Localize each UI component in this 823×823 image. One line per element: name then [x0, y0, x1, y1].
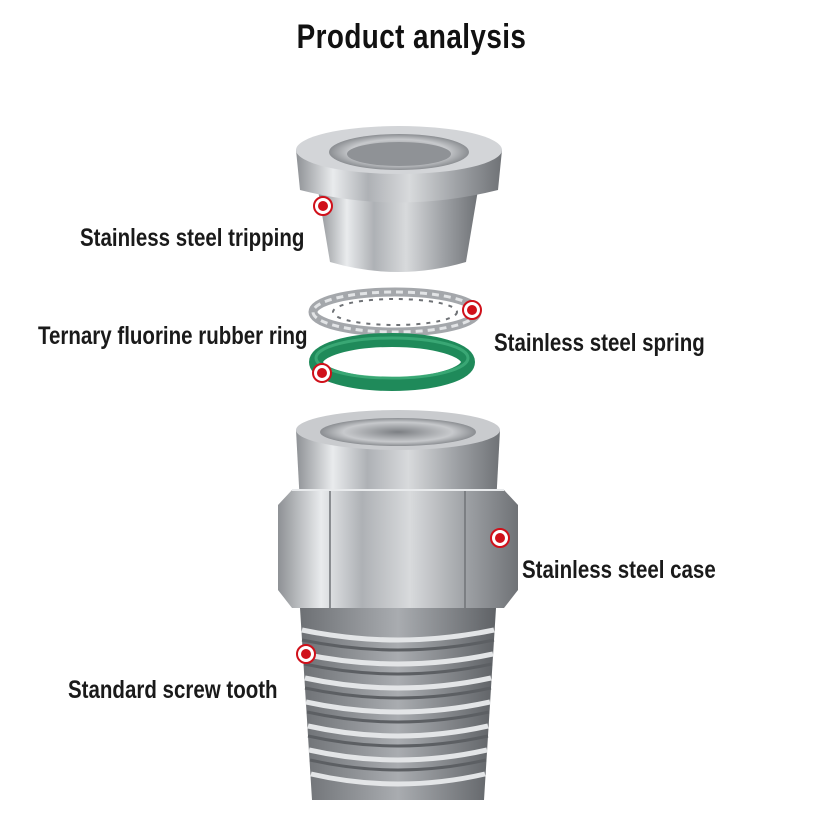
callout-marker-case [490, 528, 510, 548]
rubber-ring-part [309, 333, 475, 391]
callout-marker-screw [296, 644, 316, 664]
callout-marker-rubber-ring [312, 363, 332, 383]
label-screw: Standard screw tooth [68, 676, 278, 704]
spring-part [308, 287, 482, 337]
tripping-part [296, 126, 502, 272]
callout-marker-tripping [313, 196, 333, 216]
label-tripping: Stainless steel tripping [80, 224, 305, 252]
case-part [278, 410, 518, 608]
label-spring: Stainless steel spring [494, 329, 705, 357]
page-title: Product analysis [296, 18, 527, 56]
callout-marker-spring [462, 300, 482, 320]
screw-part [300, 608, 496, 800]
label-rubber-ring: Ternary fluorine rubber ring [38, 322, 308, 350]
label-case: Stainless steel case [522, 556, 716, 584]
